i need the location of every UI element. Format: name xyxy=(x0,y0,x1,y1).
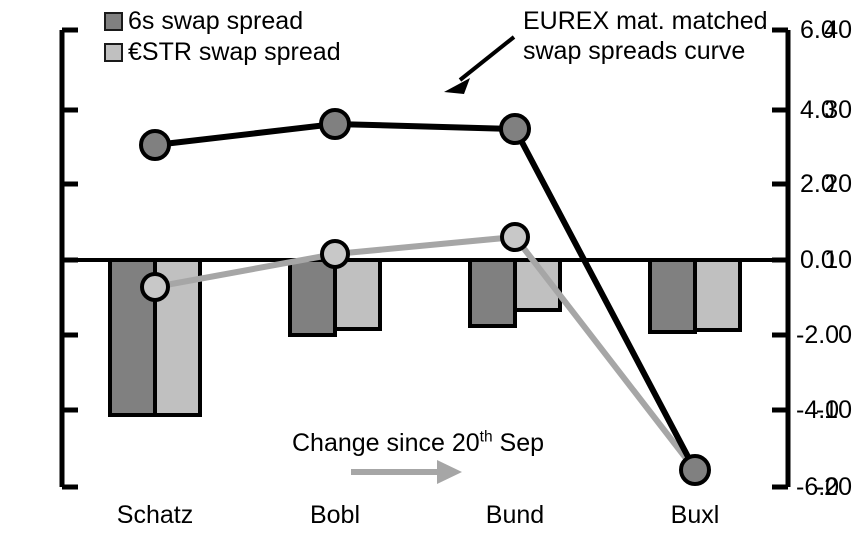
marker-change-schatz xyxy=(140,272,170,302)
legend-label-6s-swap-spread: 6s swap spread xyxy=(128,7,304,35)
left-axis-tick-30: 30 xyxy=(824,96,852,124)
legend-swatch-6s-swap-spread xyxy=(104,12,123,31)
annotation-change-since: Change since 20th Sep xyxy=(292,428,544,458)
right-axis-tick-neg2: -2.0 xyxy=(796,321,840,349)
category-label-buxl: Buxl xyxy=(670,501,720,529)
annotation-eurex-curve-line2: swap spreads curve xyxy=(523,37,746,65)
legend-item-6s-swap-spread: 6s swap spread xyxy=(104,6,341,37)
bar-estr-buxl xyxy=(693,258,742,332)
change-direction-arrow-icon xyxy=(351,460,462,484)
marker-eurex-schatz xyxy=(139,129,171,161)
line-change-since-20sep xyxy=(154,233,698,472)
markers-eurex-curve xyxy=(139,108,711,486)
annotation-change-since-ordinal: th xyxy=(479,428,493,446)
category-label-bobl: Bobl xyxy=(309,501,361,529)
category-label-schatz: Schatz xyxy=(116,501,194,529)
legend-item-estr-swap-spread: €STR swap spread xyxy=(104,37,341,68)
marker-change-bobl xyxy=(320,239,350,269)
annotation-eurex-curve-line1: EUREX mat. matched xyxy=(523,7,768,35)
marker-change-bund xyxy=(500,222,530,252)
marker-eurex-buxl xyxy=(679,454,711,486)
right-axis-tick-6: 6.0 xyxy=(800,16,835,44)
left-axis-tick-10: 10 xyxy=(824,246,852,274)
right-axis-tick-neg4: -4.0 xyxy=(796,396,840,424)
right-axis-tick-neg6: -6.0 xyxy=(796,473,840,501)
annotation-change-since-prefix: Change since 20 xyxy=(292,429,480,457)
left-axis-tick-40: 40 xyxy=(824,16,852,44)
marker-eurex-bund xyxy=(499,113,531,145)
bar-6s-bund xyxy=(468,258,517,328)
left-axis-tick-0: 0 xyxy=(838,321,852,349)
line-eurex-swap-spreads xyxy=(154,120,698,472)
left-axis-tick-neg20: -20 xyxy=(815,473,852,501)
marker-eurex-bobl xyxy=(319,108,351,140)
right-axis-tick-0: 0.0 xyxy=(800,246,835,274)
bar-estr-bobl xyxy=(333,258,382,331)
legend: 6s swap spread €STR swap spread xyxy=(104,6,341,68)
markers-change-since-20sep xyxy=(140,222,530,302)
right-axis-tick-4: 4.0 xyxy=(800,96,835,124)
annotation-change-since-suffix: Sep xyxy=(492,429,545,457)
bar-6s-buxl xyxy=(648,258,697,334)
legend-label-estr-swap-spread: €STR swap spread xyxy=(128,38,341,66)
bar-6s-bobl xyxy=(288,258,337,337)
legend-swatch-estr-swap-spread xyxy=(104,43,123,62)
annotation-arrow-icon xyxy=(444,35,516,94)
left-axis-tick-neg10: -10 xyxy=(815,396,852,424)
annotation-eurex-curve: EUREX mat. matched swap spreads curve xyxy=(523,6,768,66)
right-axis-tick-2: 2.0 xyxy=(800,170,835,198)
left-axis-tick-20: 20 xyxy=(824,170,852,198)
category-label-bund: Bund xyxy=(485,501,545,529)
